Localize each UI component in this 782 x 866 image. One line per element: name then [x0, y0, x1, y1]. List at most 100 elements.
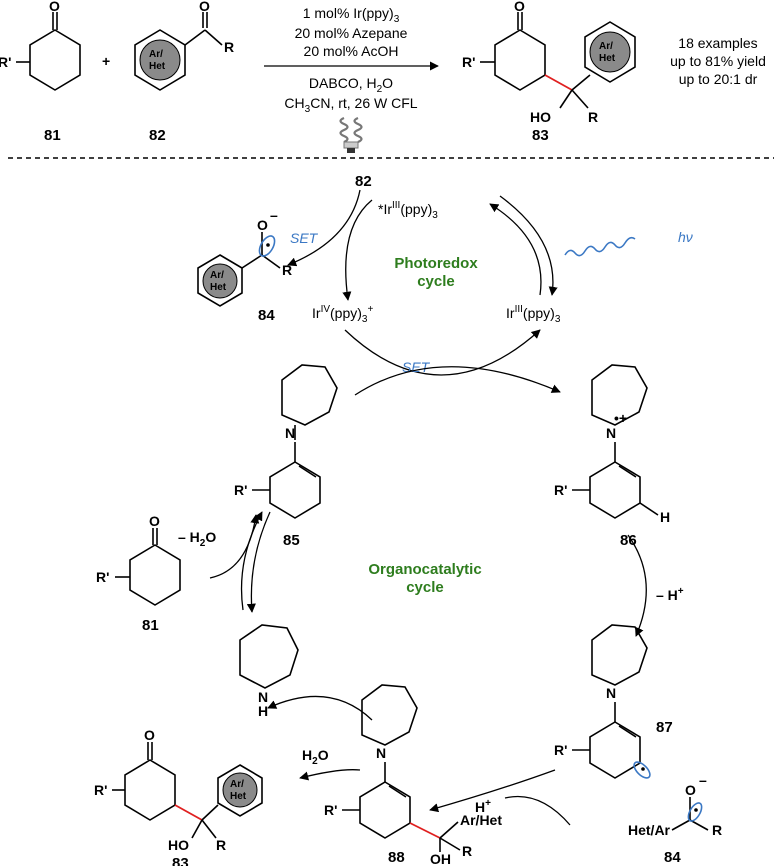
arrow-ir3-to-ir3star — [489, 203, 542, 296]
cond-line1: 1 mol% Ir(ppy)3 — [303, 5, 400, 25]
radical-cation-86: N •+ R' H — [554, 364, 670, 525]
label-81-cycle: 81 — [142, 617, 159, 634]
svg-text:R': R' — [554, 482, 567, 498]
ir4: IrIV(ppy)3+ — [312, 304, 373, 325]
arrow-88-to-83 — [299, 769, 361, 781]
arrow-82-to-84 — [287, 189, 361, 267]
svg-text:R: R — [712, 822, 722, 838]
svg-text:Ar/: Ar/ — [599, 41, 613, 52]
organo-title-2: cycle — [406, 579, 444, 596]
svg-text:Het: Het — [599, 53, 616, 64]
enamine-radical-87: N R' — [554, 624, 651, 779]
svg-text:HO: HO — [530, 109, 551, 125]
label-83-top: 83 — [532, 127, 549, 144]
label-82-cycle: 82 — [355, 173, 372, 190]
arrow-81-to-85 — [209, 514, 260, 579]
arrow-85-to-azepane — [246, 511, 271, 613]
svg-text:R': R' — [94, 782, 107, 798]
svg-text:Het: Het — [210, 282, 227, 293]
svg-text:O: O — [199, 0, 210, 14]
svg-text:R: R — [224, 39, 234, 55]
svg-text:Ar/: Ar/ — [210, 270, 224, 281]
wavy-light-icon — [564, 236, 636, 257]
svg-text:R: R — [282, 262, 292, 278]
svg-text:HO: HO — [168, 837, 189, 853]
label-84-bottom: 84 — [664, 849, 681, 866]
svg-text:–: – — [270, 207, 278, 223]
svg-text:O: O — [144, 727, 155, 743]
ir3-excited: *IrIII(ppy)3 — [378, 200, 438, 221]
svg-text:R': R' — [234, 482, 247, 498]
svg-text:Ar/: Ar/ — [149, 49, 163, 60]
arrow-86-to-87 — [627, 534, 647, 637]
hplus-label: H+ — [475, 798, 491, 815]
svg-text:R': R' — [0, 54, 11, 70]
cfl-bulb-icon — [339, 116, 363, 153]
svg-text:H: H — [660, 509, 670, 525]
azepane: N H — [239, 624, 299, 719]
adduct-88: N R' Ar/Het OH R — [324, 684, 502, 866]
svg-text:O: O — [514, 0, 525, 14]
minus-h2o-label: – H2O — [178, 529, 216, 549]
arrow-84-join — [504, 795, 571, 826]
ketyl-radical-84-bottom: Het/Ar O – R — [628, 772, 722, 838]
arrow-ir3star-back — [499, 195, 558, 296]
svg-text:R: R — [462, 843, 472, 859]
result-dr: up to 20:1 dr — [679, 71, 758, 87]
svg-text:Ar/Het: Ar/Het — [460, 812, 502, 828]
svg-text:O: O — [685, 782, 696, 798]
set-label-1: SET — [290, 230, 319, 246]
svg-text:N: N — [258, 689, 268, 705]
h2o-label: H2O — [302, 747, 329, 767]
svg-text:R: R — [588, 109, 598, 125]
result-yield: up to 81% yield — [670, 53, 766, 69]
svg-text:R': R' — [96, 569, 109, 585]
svg-text:Het: Het — [230, 791, 247, 802]
photoredox-title-2: cycle — [417, 273, 455, 290]
svg-text:O: O — [149, 513, 160, 529]
arrow-87-to-88 — [429, 769, 556, 813]
cond-line4: DABCO, H2O — [309, 75, 393, 95]
svg-text:O: O — [49, 0, 60, 14]
ketyl-radical-84-left: Ar/ Het O – R — [197, 207, 292, 307]
cond-line5: CH3CN, rt, 26 W CFL — [284, 95, 417, 115]
label-83-bottom: 83 — [172, 855, 189, 866]
arrow-azepane-to-85 — [240, 511, 263, 611]
svg-text:•+: •+ — [614, 410, 627, 426]
svg-text:N: N — [376, 745, 386, 761]
result-examples: 18 examples — [678, 35, 757, 51]
svg-text:R: R — [216, 837, 226, 853]
product-83-top: O R' HO R Ar/ Het — [462, 0, 636, 125]
svg-text:H: H — [258, 703, 268, 719]
svg-text:N: N — [606, 425, 616, 441]
label-81-top: 81 — [44, 127, 61, 144]
label-86: 86 — [620, 532, 637, 549]
minus-h-label: – H+ — [656, 586, 684, 603]
svg-text:Ar/: Ar/ — [230, 779, 244, 790]
organo-title: Organocatalytic — [368, 561, 481, 578]
svg-text:+: + — [102, 53, 110, 69]
hv-label: hν — [678, 229, 693, 245]
cond-line3: 20 mol% AcOH — [304, 43, 399, 59]
aryl-ketone-82-top: Ar/ Het O R — [134, 0, 234, 91]
product-83-bottom: O R' HO R Ar/ Het — [94, 727, 263, 853]
label-82-top: 82 — [149, 127, 166, 144]
arrow-ir3star-to-ir4 — [342, 199, 373, 301]
svg-text:–: – — [699, 772, 707, 788]
cyclohexanone-81-cycle: O R' — [96, 513, 181, 606]
svg-text:OH: OH — [430, 851, 451, 866]
cond-line2: 20 mol% Azepane — [295, 25, 408, 41]
cyclohexanone-81-top: O R' — [0, 0, 81, 91]
svg-text:N: N — [285, 425, 295, 441]
svg-text:Het/Ar: Het/Ar — [628, 822, 671, 838]
svg-text:O: O — [257, 217, 268, 233]
svg-text:R': R' — [324, 802, 337, 818]
svg-text:Het: Het — [149, 61, 166, 72]
arrow-88-to-azepane — [267, 695, 373, 721]
ir3-ground: IrIII(ppy)3 — [506, 304, 561, 325]
svg-text:N: N — [606, 685, 616, 701]
label-88: 88 — [388, 849, 405, 866]
svg-text:R': R' — [554, 742, 567, 758]
arrow-85-to-86 — [354, 366, 561, 396]
